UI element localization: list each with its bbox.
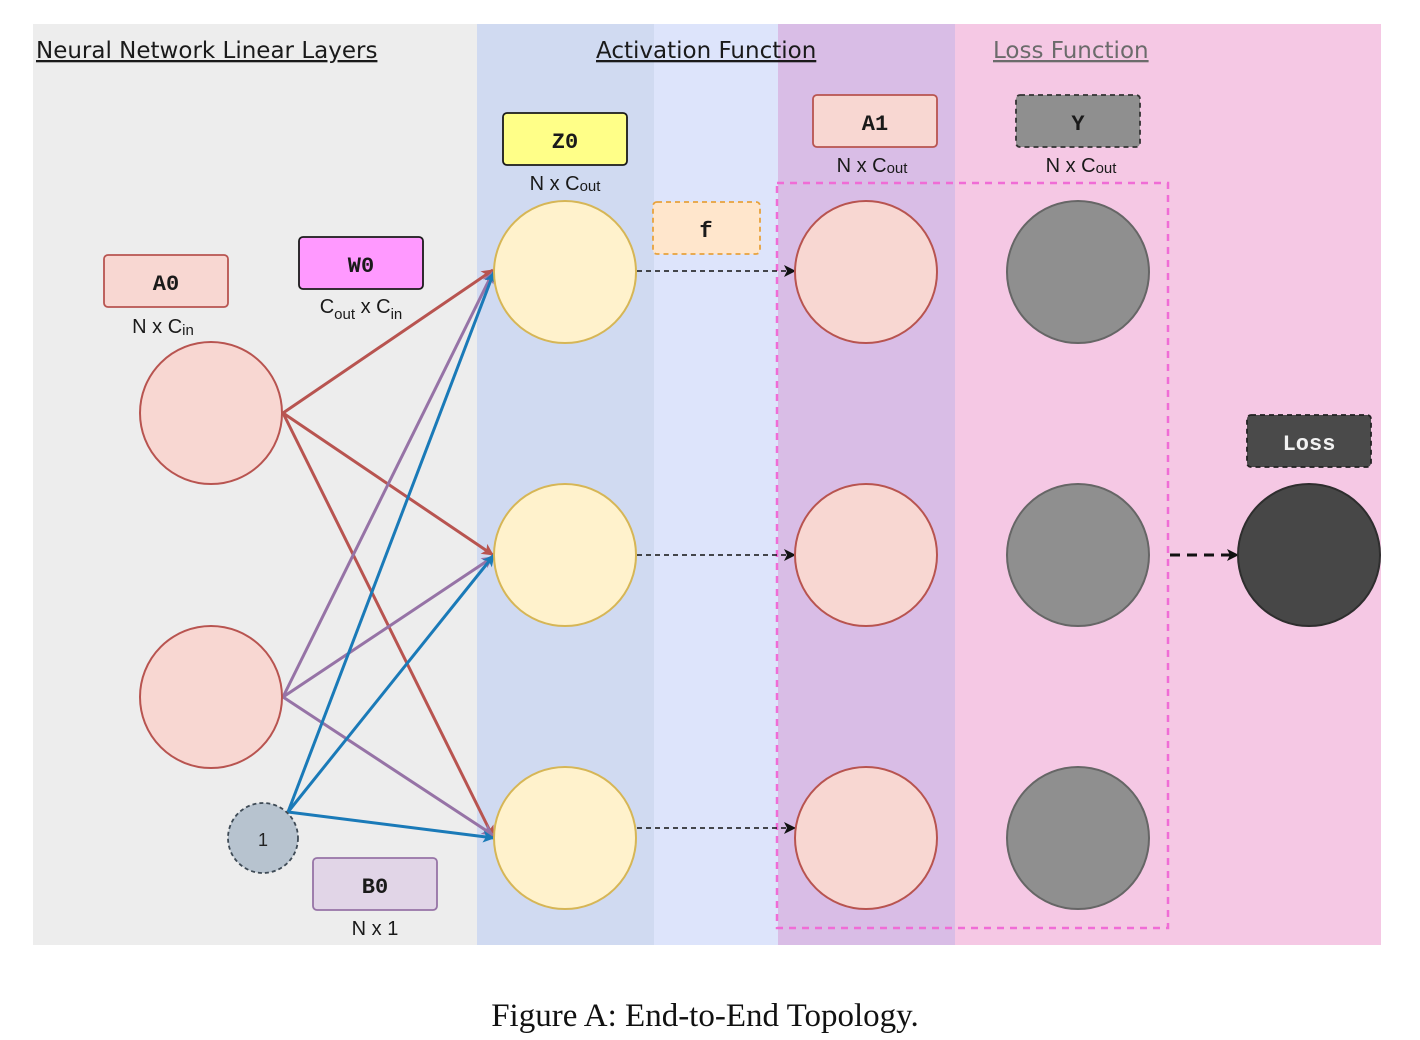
- loss-label: Loss: [1283, 432, 1336, 457]
- input-node-2: [139, 625, 283, 769]
- activation-f-label: f: [699, 219, 712, 244]
- loss-label-box: [1246, 414, 1372, 468]
- w0-dims: Cout x Cin: [320, 296, 403, 323]
- a0-label: A0: [153, 272, 179, 297]
- z0-node-1: [493, 200, 637, 344]
- b0-dims: N x 1: [352, 918, 399, 940]
- edge-bias-z0n1: [286, 271, 496, 813]
- activation-f-box: [652, 201, 761, 255]
- b0-label: B0: [362, 875, 388, 900]
- input-node-1: [139, 341, 283, 485]
- a1-label-box: [812, 94, 938, 148]
- y-node-3: [1006, 766, 1150, 910]
- a1-dims: N x Cout: [837, 155, 909, 177]
- a1-node-3: [794, 766, 938, 910]
- a1-label: A1: [862, 112, 888, 137]
- edge-a0n2-z0n2: [282, 555, 494, 699]
- y-dims: N x Cout: [1046, 155, 1118, 177]
- edges-bias: [286, 271, 496, 843]
- a1-node-1: [794, 200, 938, 344]
- figure-caption: Figure A: End-to-End Topology.: [491, 998, 919, 1034]
- edge-bias-z0n2: [286, 554, 496, 813]
- edge-a0n1-z0n3: [281, 412, 495, 838]
- y-label-box: [1015, 94, 1141, 148]
- linear-layers-panel: [33, 24, 477, 945]
- b0-label-box: [312, 857, 438, 911]
- a1-node-2: [794, 483, 938, 627]
- w0-label: W0: [348, 254, 374, 279]
- y-node-1: [1006, 200, 1150, 344]
- a0-dims: N x Cin: [132, 316, 194, 339]
- section-title-linear: Neural Network Linear Layers: [36, 38, 377, 64]
- loss-node: [1237, 483, 1381, 627]
- bias-node-label: 1: [258, 830, 268, 850]
- z0-node-2: [493, 483, 637, 627]
- y-node-2: [1006, 483, 1150, 627]
- edge-a0n2-z0n3: [282, 695, 494, 837]
- w0-label-box: [298, 236, 424, 290]
- activation-panel-light: [654, 24, 778, 945]
- bias-node: [227, 802, 299, 874]
- z0-label-box: [502, 112, 628, 166]
- edge-a0n2-z0n1: [281, 271, 495, 698]
- y-label: Y: [1071, 112, 1085, 137]
- edge-a0n1-z0n1: [282, 268, 494, 415]
- z0-node-3: [493, 766, 637, 910]
- z0-dims: N x Cout: [530, 173, 602, 195]
- a0-label-box: [103, 254, 229, 308]
- edge-bias-z0n3: [287, 810, 495, 843]
- edges-a0-node2: [281, 271, 495, 837]
- z0-label: Z0: [552, 130, 578, 155]
- section-title-loss: Loss Function: [993, 38, 1149, 64]
- section-title-activation: Activation Function: [596, 38, 816, 64]
